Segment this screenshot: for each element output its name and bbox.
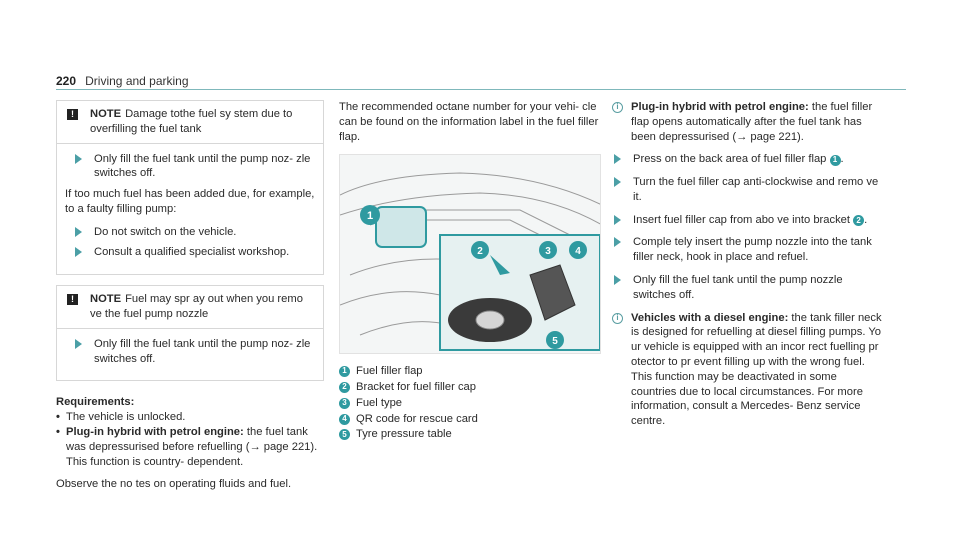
- intro-text: The recommended octane number for your v…: [339, 101, 599, 143]
- arrow-icon: [614, 214, 621, 225]
- page-number: 220: [56, 74, 77, 88]
- note-text: Damage tothe fuel sy stem due to overfil…: [90, 108, 293, 135]
- note-text: Fuel may spr ay out when you remo ve the…: [90, 293, 303, 321]
- action-text: Do not switch on the vehicle.: [94, 225, 237, 238]
- svg-text:3: 3: [545, 246, 551, 257]
- info-petrol: i Plug-in hybrid with petrol engine: the…: [612, 100, 882, 144]
- note-label: NOTE: [90, 108, 122, 120]
- arrow-icon: [75, 226, 82, 237]
- requirements-title: Requirements:: [56, 396, 135, 409]
- page-header: 220 Driving and parking: [56, 74, 906, 90]
- fuel-flap-illustration: 1 2 3 4 5: [339, 154, 601, 355]
- info-icon: i: [612, 312, 623, 324]
- warning-icon: !: [67, 294, 78, 306]
- action-step: Comple tely insert the pump nozzle into …: [612, 235, 882, 265]
- svg-text:4: 4: [575, 246, 581, 257]
- arrow-icon: [614, 177, 621, 188]
- action-text: Only fill the fuel tank until the pump n…: [94, 152, 311, 180]
- action-step: Consult a qualified specialist workshop.: [65, 245, 315, 260]
- action-step: Only fill the fuel tank until the pump n…: [65, 337, 315, 367]
- svg-text:5: 5: [552, 336, 558, 347]
- warning-icon: !: [67, 109, 78, 120]
- column-right: i Plug-in hybrid with petrol engine: the…: [612, 100, 882, 437]
- svg-text:2: 2: [477, 246, 483, 257]
- requirement-item: •The vehicle is unlocked.: [56, 411, 186, 424]
- column-middle: The recommended octane number for your v…: [339, 100, 601, 443]
- arrow-icon: [75, 153, 82, 164]
- note-paragraph: If too much fuel has been added due, for…: [65, 188, 315, 215]
- arrow-icon: [75, 247, 82, 258]
- action-text: Only fill the fuel tank until the pump n…: [94, 337, 311, 365]
- action-step: Insert fuel filler cap from abo ve into …: [612, 213, 882, 228]
- note-label: NOTE: [90, 293, 122, 306]
- info-icon: i: [612, 102, 623, 113]
- arrow-icon: [614, 154, 621, 165]
- arrow-icon: [614, 275, 621, 286]
- arrow-icon: [614, 237, 621, 248]
- action-step: Press on the back area of fuel filler fl…: [612, 152, 882, 167]
- info-diesel: i Vehicles with a diesel engine: the tan…: [612, 311, 882, 429]
- action-step: Only fill the fuel tank until the pump n…: [612, 273, 882, 303]
- car-illustration: 1 2 3 4 5: [340, 172, 600, 352]
- arrow-icon: [75, 338, 82, 349]
- closing-text: Observe the no tes on operating fluids a…: [56, 478, 292, 491]
- action-step: Only fill the fuel tank until the pump n…: [65, 152, 315, 182]
- requirement-item: •Plug-in hybrid with petrol engine: the …: [56, 425, 318, 468]
- note-divider: [57, 142, 323, 144]
- note-divider: [57, 327, 323, 329]
- section-title: Driving and parking: [85, 74, 189, 88]
- action-step: Turn the fuel filler cap anti-clockwise …: [612, 175, 882, 205]
- action-step: Do not switch on the vehicle.: [65, 225, 315, 240]
- action-text: Consult a qualified specialist workshop.: [94, 246, 290, 259]
- svg-text:1: 1: [367, 210, 373, 222]
